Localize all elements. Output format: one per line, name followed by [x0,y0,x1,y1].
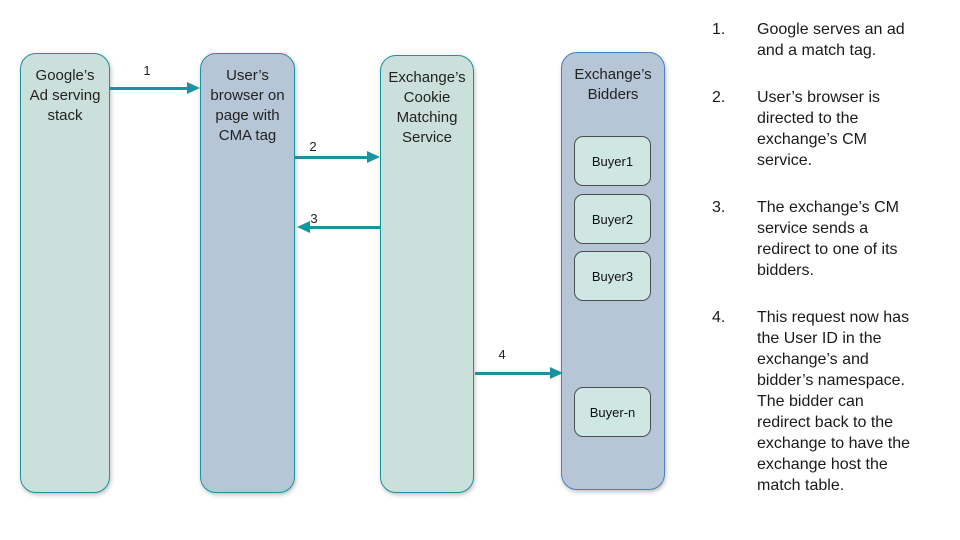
buyer2-box: Buyer2 [574,194,651,244]
buyer2-label: Buyer2 [591,211,634,227]
node-users-browser: User’s browser on page with CMA tag [200,53,295,493]
arrow-4-head-icon [550,367,563,379]
arrow-4-label: 4 [498,347,506,362]
list-item: 2. User’s browser is directed to the exc… [712,87,947,171]
arrow-1-label: 1 [143,63,151,78]
node-cookie-matching-service: Exchange’s Cookie Matching Service [380,55,474,493]
node-google-ad-serving-stack: Google’s Ad serving stack [20,53,110,493]
arrow-2-head-icon [367,151,380,163]
arrow-2-line [295,156,368,159]
arrow-3-head-icon [297,221,310,233]
arrow-1-line [110,87,188,90]
step-text: This request now has the User ID in the … [757,309,911,494]
steps-list: 1. Google serves an ad and a match tag. … [712,19,947,522]
arrow-1-head-icon [187,82,200,94]
node-label: Exchange’s Cookie Matching Service [388,69,466,146]
arrow-4-line [475,372,551,375]
buyer-n-box: Buyer-n [574,387,651,437]
buyer3-box: Buyer3 [574,251,651,301]
step-text: The exchange’s CM service sends a redire… [757,199,899,279]
list-item: 1. Google serves an ad and a match tag. [712,19,947,61]
list-item: 3. The exchange’s CM service sends a red… [712,197,947,281]
node-label: User’s browser on page with CMA tag [210,67,285,144]
node-label: Google’s Ad serving stack [29,67,101,124]
node-exchanges-bidders: Exchange’s Bidders Buyer1 Buyer2 Buyer3 … [561,52,665,490]
step-number: 1. [712,21,726,38]
node-label: Exchange’s Bidders [574,66,652,103]
arrow-2-label: 2 [309,139,317,154]
buyer-n-label: Buyer-n [589,404,636,420]
step-number: 3. [712,199,726,216]
arrow-3-label: 3 [310,211,318,226]
buyer3-label: Buyer3 [591,268,634,284]
list-item: 4. This request now has the User ID in t… [712,307,947,496]
step-text: Google serves an ad and a match tag. [757,21,905,59]
buyer1-label: Buyer1 [591,153,634,169]
step-number: 4. [712,309,726,326]
buyer1-box: Buyer1 [574,136,651,186]
step-text: User’s browser is directed to the exchan… [757,89,880,169]
step-number: 2. [712,89,726,106]
arrow-3-line [309,226,380,229]
